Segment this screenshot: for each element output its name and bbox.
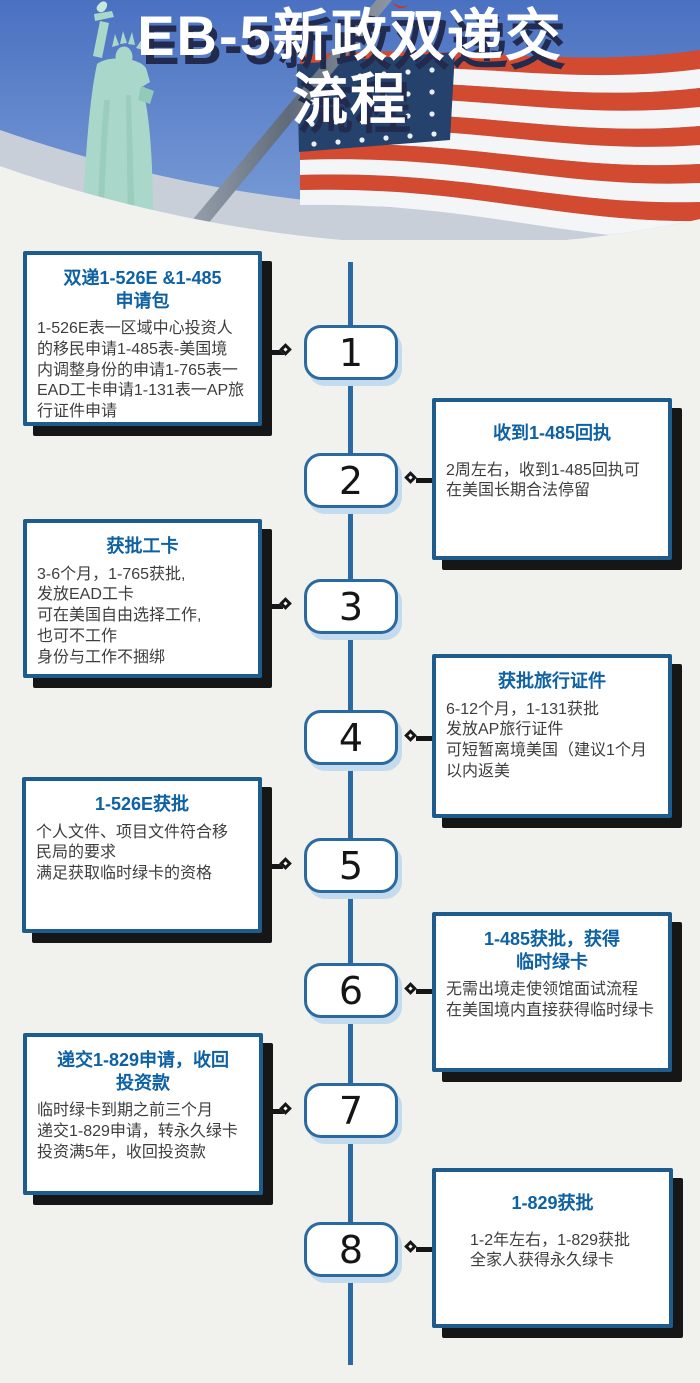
step-1-body: 1-526E表一区域中心投资人 的移民申请1-485表-美国境 内调整身份的申请… xyxy=(37,320,245,421)
header-photo xyxy=(0,0,700,240)
step-5-number-badge: 5 xyxy=(304,838,398,893)
step-3-card: 获批工卡 3-6个月，1-765获批, 发放EAD工卡 可在美国自由选择工作, … xyxy=(23,519,262,678)
statue-of-liberty-illustration xyxy=(82,1,155,236)
page-title-line1: EB-5新政双递交 xyxy=(137,4,563,67)
us-flag-illustration xyxy=(297,50,700,240)
step-3-connector-line xyxy=(257,604,283,609)
step-7-number-badge: 7 xyxy=(304,1083,398,1138)
timeline-line xyxy=(348,262,353,1365)
step-5-card: 1-526E获批 个人文件、项目文件符合移 民局的要求 满足获取临时绿卡的资格 xyxy=(22,777,262,933)
step-5-number: 5 xyxy=(338,843,364,888)
step-4-title: 获批旅行证件 xyxy=(498,671,606,691)
step-1-number: 1 xyxy=(338,330,364,375)
step-6-card: 1-485获批，获得 临时绿卡 无需出境走使领馆面试流程 在美国境内直接获得临时… xyxy=(432,912,672,1072)
step-7-body: 临时绿卡到期之前三个月 递交1-829申请，转永久绿卡 投资满5年，收回投资款 xyxy=(37,1102,238,1161)
step-2-number: 2 xyxy=(338,458,364,503)
step-1-card: 双递1-526E &1-485 申请包 1-526E表一区域中心投资人 的移民申… xyxy=(23,251,262,426)
step-4-connector-line xyxy=(416,736,434,741)
flag-stars xyxy=(309,67,437,147)
step-2-diamond-icon xyxy=(404,471,417,484)
step-1-number-badge: 1 xyxy=(304,325,398,380)
step-3-body: 3-6个月，1-765获批, 发放EAD工卡 可在美国自由选择工作, 也可不工作… xyxy=(37,565,202,666)
step-1-connector-line xyxy=(258,350,284,355)
flag-pole-illustration xyxy=(184,0,392,236)
step-6-title: 1-485获批，获得 临时绿卡 xyxy=(483,929,621,972)
step-5-body: 个人文件、项目文件符合移 民局的要求 满足获取临时绿卡的资格 xyxy=(36,823,229,883)
step-6-connector-line xyxy=(416,989,434,994)
step-4-number: 4 xyxy=(338,715,364,760)
step-4-card: 获批旅行证件 6-12个月，1-131获批 发放AP旅行证件 可短暂离境美国（建… xyxy=(432,654,672,818)
step-2-number-badge: 2 xyxy=(304,453,398,508)
step-8-title: 1-829获批 xyxy=(511,1193,594,1213)
step-6-body: 无需出境走使领馆面试流程 在美国境内直接获得临时绿卡 xyxy=(446,981,655,1019)
step-2-connector-line xyxy=(416,478,434,483)
page-title-line2: 流程 xyxy=(292,67,408,131)
step-8-diamond-icon xyxy=(404,1240,417,1253)
step-6-number-badge: 6 xyxy=(304,963,398,1018)
step-4-body: 6-12个月，1-131获批 发放AP旅行证件 可短暂离境美国（建议1个月 以内… xyxy=(446,700,647,780)
step-5-connector-line xyxy=(257,864,283,869)
step-3-number: 3 xyxy=(338,584,364,629)
step-8-body: 1-2年左右，1-829获批 全家人获得永久绿卡 xyxy=(470,1231,631,1270)
red-artifact-mark xyxy=(392,2,408,9)
curve-cutout xyxy=(0,166,700,240)
step-4-diamond-icon xyxy=(404,729,417,742)
step-8-number-badge: 8 xyxy=(304,1222,398,1277)
step-7-connector-line xyxy=(258,1109,284,1114)
step-2-card: 收到1-485回执 2周左右，收到1-485回执可 在美国长期合法停留 xyxy=(432,398,672,560)
step-8-card: 1-829获批 1-2年左右，1-829获批 全家人获得永久绿卡 xyxy=(432,1168,673,1328)
step-8-number: 8 xyxy=(338,1227,364,1272)
page-title: EB-5新政双递交 流程 xyxy=(0,0,700,135)
step-3-number-badge: 3 xyxy=(304,579,398,634)
step-5-title: 1-526E获批 xyxy=(94,794,190,814)
step-7-title: 递交1-829申请，收回 投资款 xyxy=(56,1050,230,1093)
step-6-number: 6 xyxy=(338,968,364,1013)
step-7-card: 递交1-829申请，收回 投资款 临时绿卡到期之前三个月 递交1-829申请，转… xyxy=(23,1033,263,1195)
step-7-number: 7 xyxy=(338,1088,364,1133)
step-2-title: 收到1-485回执 xyxy=(492,423,612,443)
step-1-title: 双递1-526E &1-485 申请包 xyxy=(63,268,222,311)
step-3-title: 获批工卡 xyxy=(106,536,179,556)
step-8-connector-line xyxy=(416,1247,434,1252)
step-6-diamond-icon xyxy=(404,982,417,995)
step-4-number-badge: 4 xyxy=(304,710,398,765)
step-2-body: 2周左右，收到1-485回执可 在美国长期合法停留 xyxy=(446,461,640,500)
